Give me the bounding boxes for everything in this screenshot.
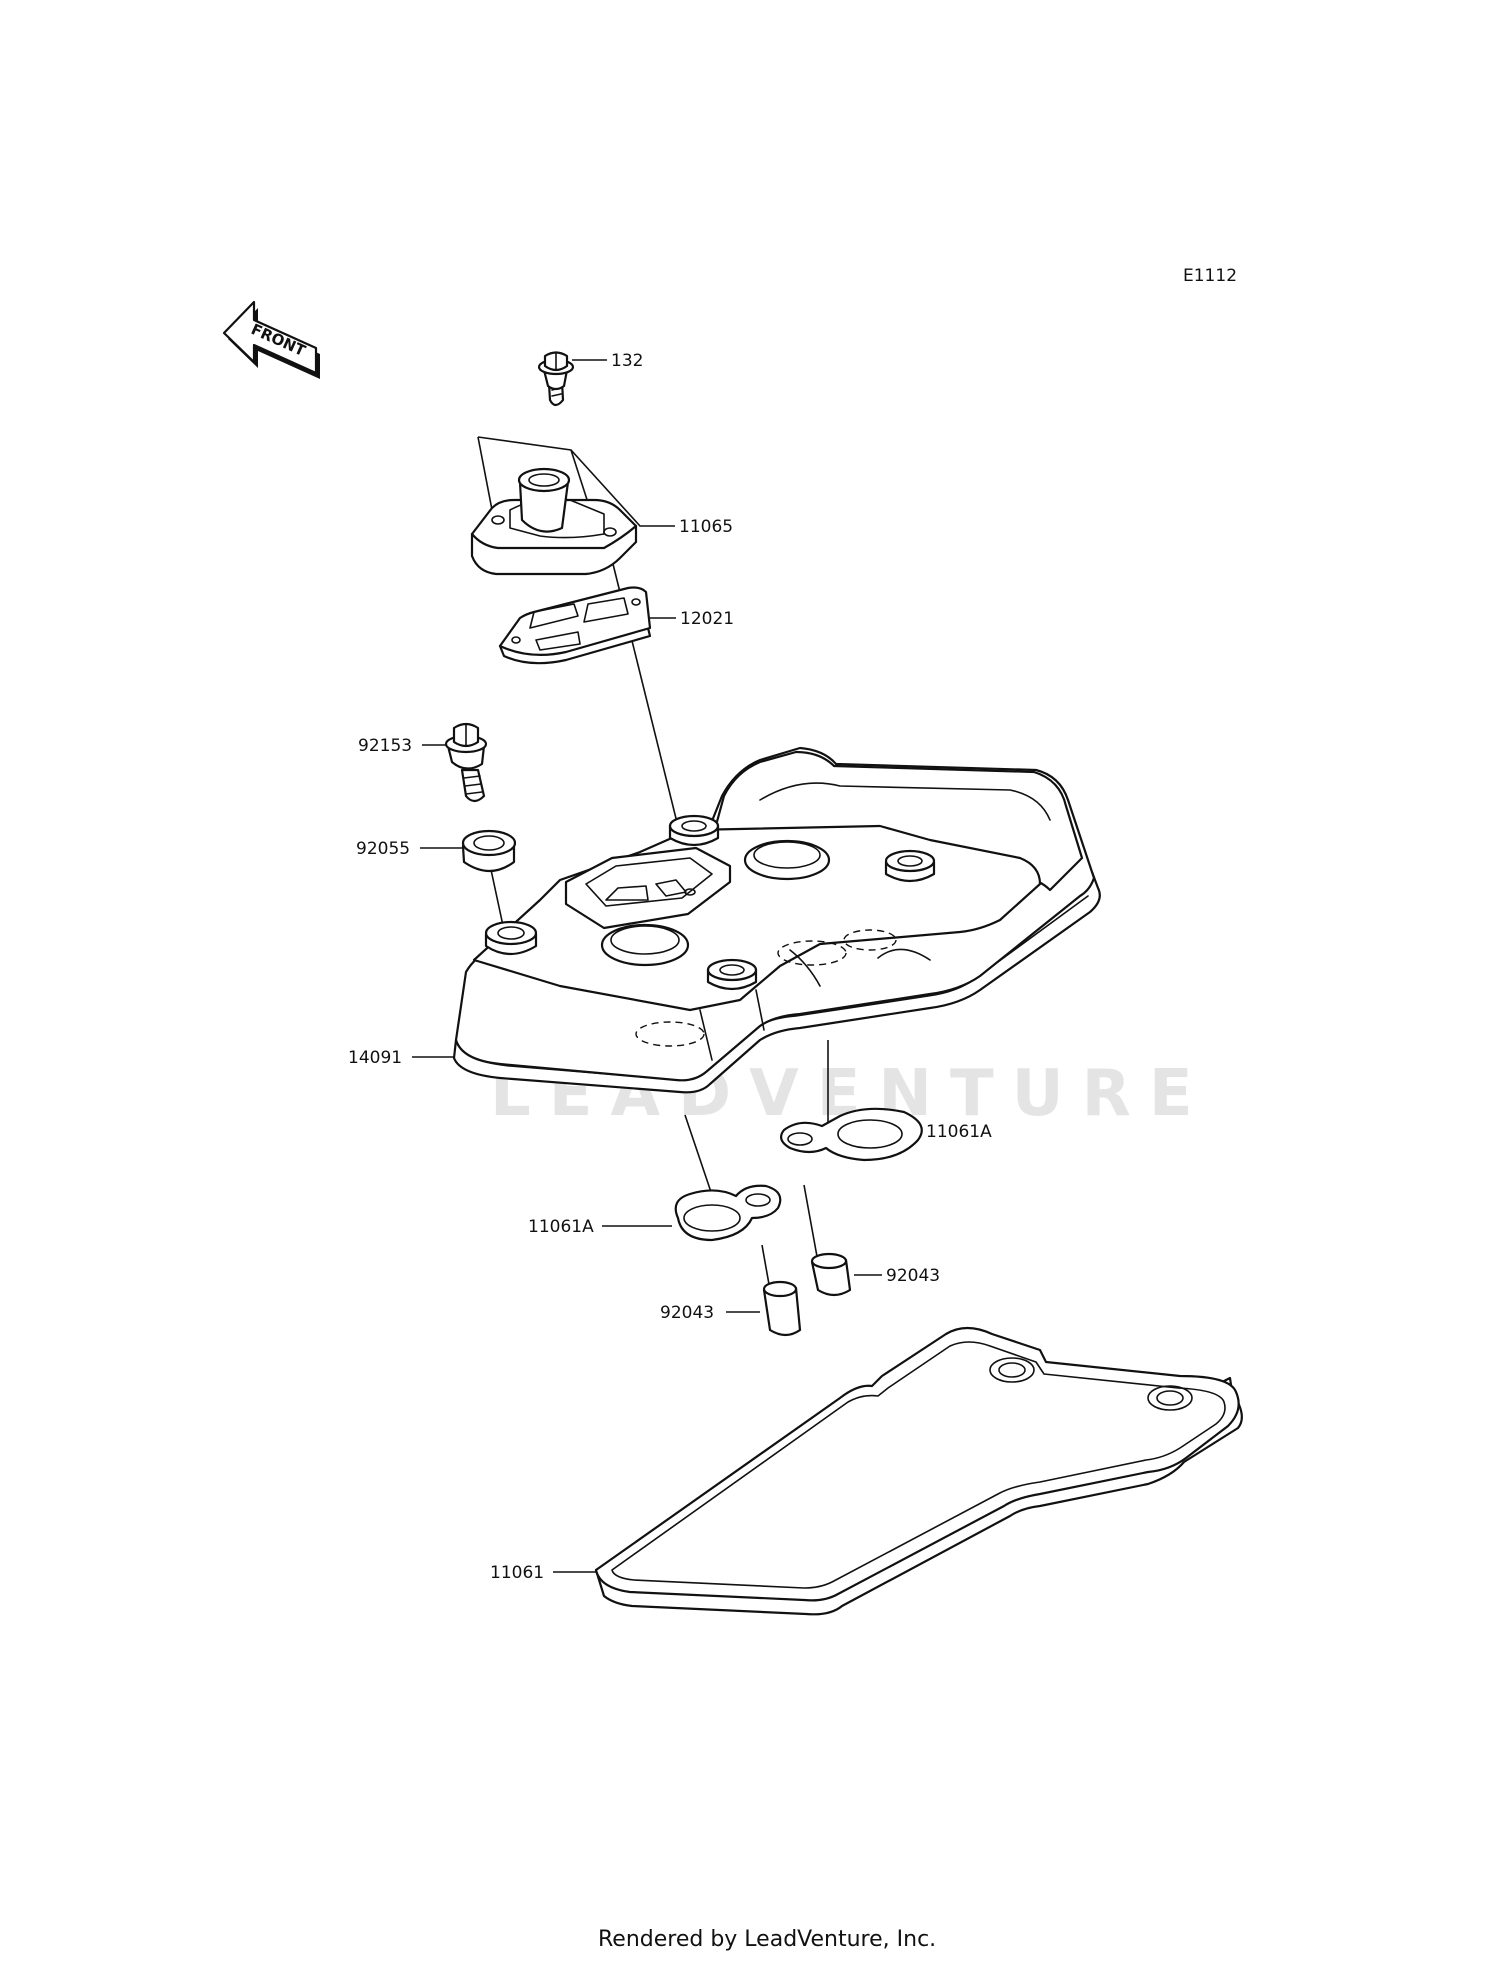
bolt-92153 xyxy=(444,722,488,803)
dowel-pin-92043-right xyxy=(810,1252,852,1297)
grommet-92055 xyxy=(461,829,517,873)
seal-gasket-11061a-right xyxy=(780,1107,923,1162)
label-92043-right: 92043 xyxy=(886,1266,940,1286)
part-labels: 132 11065 12021 92153 92055 14091 11061A… xyxy=(348,351,992,1583)
footer-credit: Rendered by LeadVenture, Inc. xyxy=(598,1927,936,1952)
dowel-pin-92043-left xyxy=(762,1280,802,1337)
label-132: 132 xyxy=(611,351,643,371)
label-11061a-left: 11061A xyxy=(528,1217,594,1237)
label-92043-left: 92043 xyxy=(660,1303,714,1323)
label-12021: 12021 xyxy=(680,609,734,629)
front-direction-arrow-icon: FRONT xyxy=(222,300,320,379)
cover-gasket-11061 xyxy=(594,1326,1243,1616)
label-92055: 92055 xyxy=(356,839,410,859)
label-92153: 92153 xyxy=(358,736,412,756)
label-14091: 14091 xyxy=(348,1048,402,1068)
label-11061: 11061 xyxy=(490,1563,544,1583)
breather-gasket-12021 xyxy=(498,586,652,665)
label-11061a-right: 11061A xyxy=(926,1122,992,1142)
diagram-code: E1112 xyxy=(1183,266,1237,286)
bolt-132 xyxy=(537,351,575,407)
cylinder-head-cover-14091 xyxy=(452,746,1101,1094)
label-11065: 11065 xyxy=(679,517,733,537)
breather-cover-11065 xyxy=(470,467,638,576)
seal-gasket-11061a-left xyxy=(674,1184,782,1242)
